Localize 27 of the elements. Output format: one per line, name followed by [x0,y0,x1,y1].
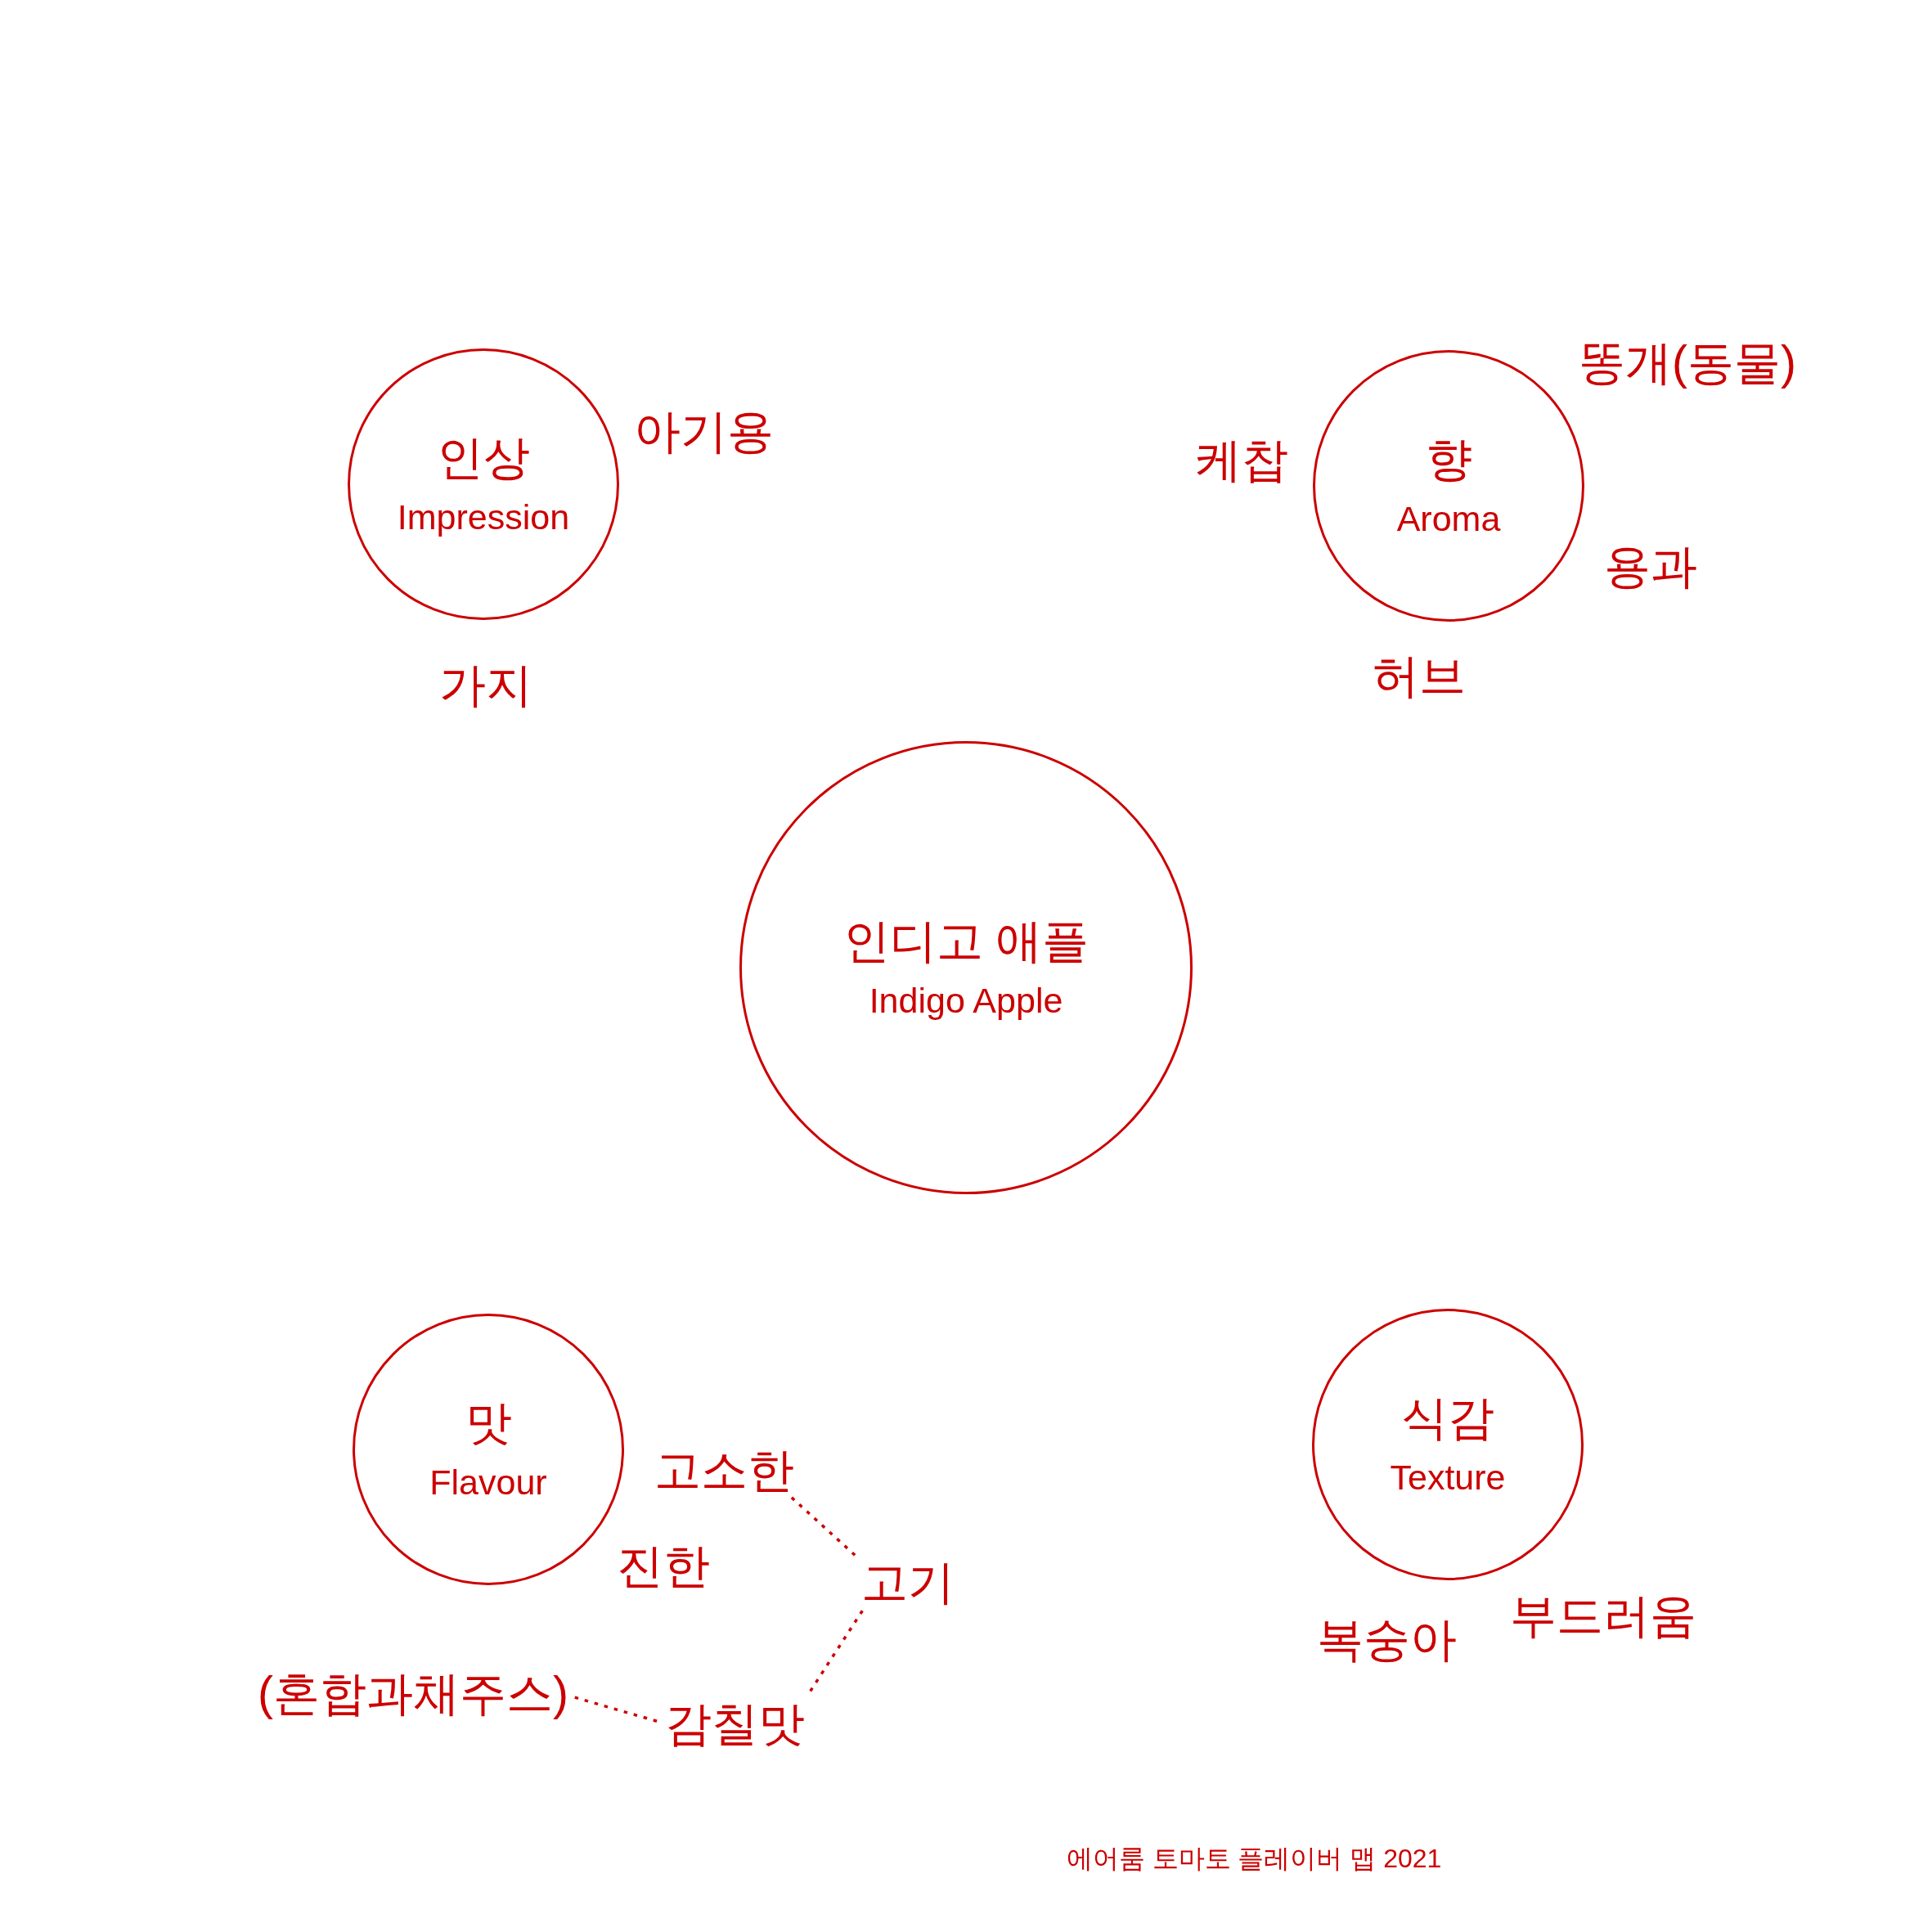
circle-subtitle: Aroma [1396,501,1501,537]
descriptor-label: 고기 [861,1558,955,1606]
caption: 에어룸 토마토 플레이버 맵 2021 [1066,1845,1442,1871]
descriptor-label: 진한 [617,1542,710,1589]
circle-title: 맛 [465,1399,512,1446]
connector-line [790,1496,858,1558]
circle-title: 인디고 애플 [842,917,1090,964]
descriptor-label: 고소한 [654,1446,794,1494]
category-circle [1312,1309,1584,1580]
descriptor-label: 케찹 [1195,436,1288,483]
descriptor-label: 아기용 [633,407,774,455]
circle-subtitle: Indigo Apple [869,982,1063,1018]
center-circle [739,741,1193,1194]
descriptor-label: 복숭아 [1316,1615,1457,1663]
descriptor-label: 가지 [439,661,532,708]
descriptor-label: 감칠맛 [664,1700,805,1747]
circle-title: 향 [1425,435,1472,483]
circle-subtitle: Impression [397,499,570,535]
connector-line [574,1696,659,1723]
circle-subtitle: Texture [1390,1459,1506,1495]
circle-subtitle: Flavour [429,1464,547,1500]
category-circle [348,348,619,620]
circle-title: 인상 [437,434,530,481]
descriptor-label: 허브 [1373,652,1466,699]
circle-title: 식감 [1401,1394,1494,1441]
descriptor-label: 용과 [1604,542,1697,590]
descriptor-label: 부드러움 [1510,1592,1696,1639]
